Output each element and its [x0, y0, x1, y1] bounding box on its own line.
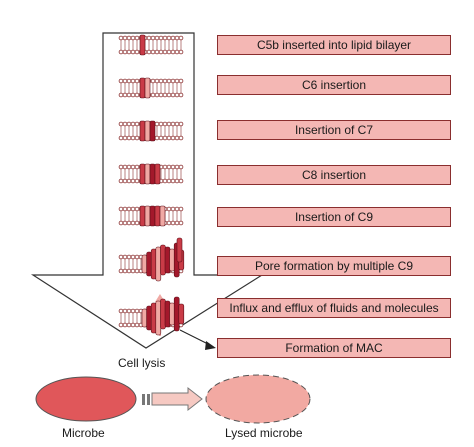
membrane-step-5 — [118, 205, 184, 227]
complement-protein — [149, 120, 156, 142]
membrane-step-7 — [118, 296, 185, 336]
c9-molecule — [164, 246, 171, 274]
complement-protein — [154, 163, 161, 185]
c9-molecule — [160, 244, 166, 276]
c9-molecule — [160, 298, 166, 330]
c9-molecule — [150, 248, 157, 280]
membrane-step-6 — [118, 237, 185, 282]
c9-molecule — [164, 300, 171, 328]
microbe-caption: Microbe — [62, 426, 105, 440]
c9-molecule — [146, 251, 152, 277]
lysed-microbe-oval — [205, 374, 311, 424]
c9-molecule — [169, 302, 175, 326]
c9-molecule — [150, 302, 157, 334]
complement-protein — [159, 205, 166, 227]
step-label-6: Pore formation by multiple C9 — [217, 256, 451, 276]
membrane-step-1 — [118, 34, 184, 56]
formation-of-mac-label: Formation of MAC — [217, 338, 451, 358]
complement-protein — [139, 120, 146, 142]
c9-molecule — [169, 248, 175, 272]
mac-pointer-line — [179, 329, 211, 346]
step-label-1: C5b inserted into lipid bilayer — [217, 35, 451, 55]
step-label-2: C6 insertion — [217, 75, 451, 95]
cell-lysis-caption: Cell lysis — [118, 356, 166, 370]
step-label-4: C8 insertion — [217, 165, 451, 185]
step-label-3: Insertion of C7 — [217, 120, 451, 140]
complement-protein — [144, 120, 151, 142]
complement-protein — [139, 205, 146, 227]
complement-protein — [139, 77, 146, 99]
c9-molecule — [141, 254, 148, 274]
c9-molecule — [176, 237, 183, 263]
microbe-oval — [35, 376, 137, 422]
membrane-step-4 — [118, 163, 184, 185]
c9-molecule — [173, 296, 180, 332]
c9-molecule — [146, 305, 152, 331]
membrane-step-2 — [118, 77, 184, 99]
complement-protein — [149, 205, 156, 227]
c9-molecule — [141, 308, 148, 328]
downward-flow-arrow — [30, 32, 265, 349]
membrane-step-3 — [118, 120, 184, 142]
mac-pointer-arrowhead — [205, 341, 216, 350]
complement-protein — [154, 205, 161, 227]
complement-protein — [139, 163, 146, 185]
c9-molecule — [155, 246, 162, 282]
complement-protein — [144, 77, 151, 99]
c9-molecule — [155, 300, 162, 336]
lysed-microbe-caption: Lysed microbe — [225, 426, 303, 440]
c9-molecule — [178, 303, 185, 325]
complement-protein — [144, 205, 151, 227]
lysis-arrow — [142, 386, 203, 412]
step-label-7: Influx and efflux of fluids and molecule… — [217, 298, 451, 318]
complement-protein — [139, 34, 146, 56]
step-label-5: Insertion of C9 — [217, 207, 451, 227]
complement-protein — [149, 163, 156, 185]
complement-protein — [144, 163, 151, 185]
